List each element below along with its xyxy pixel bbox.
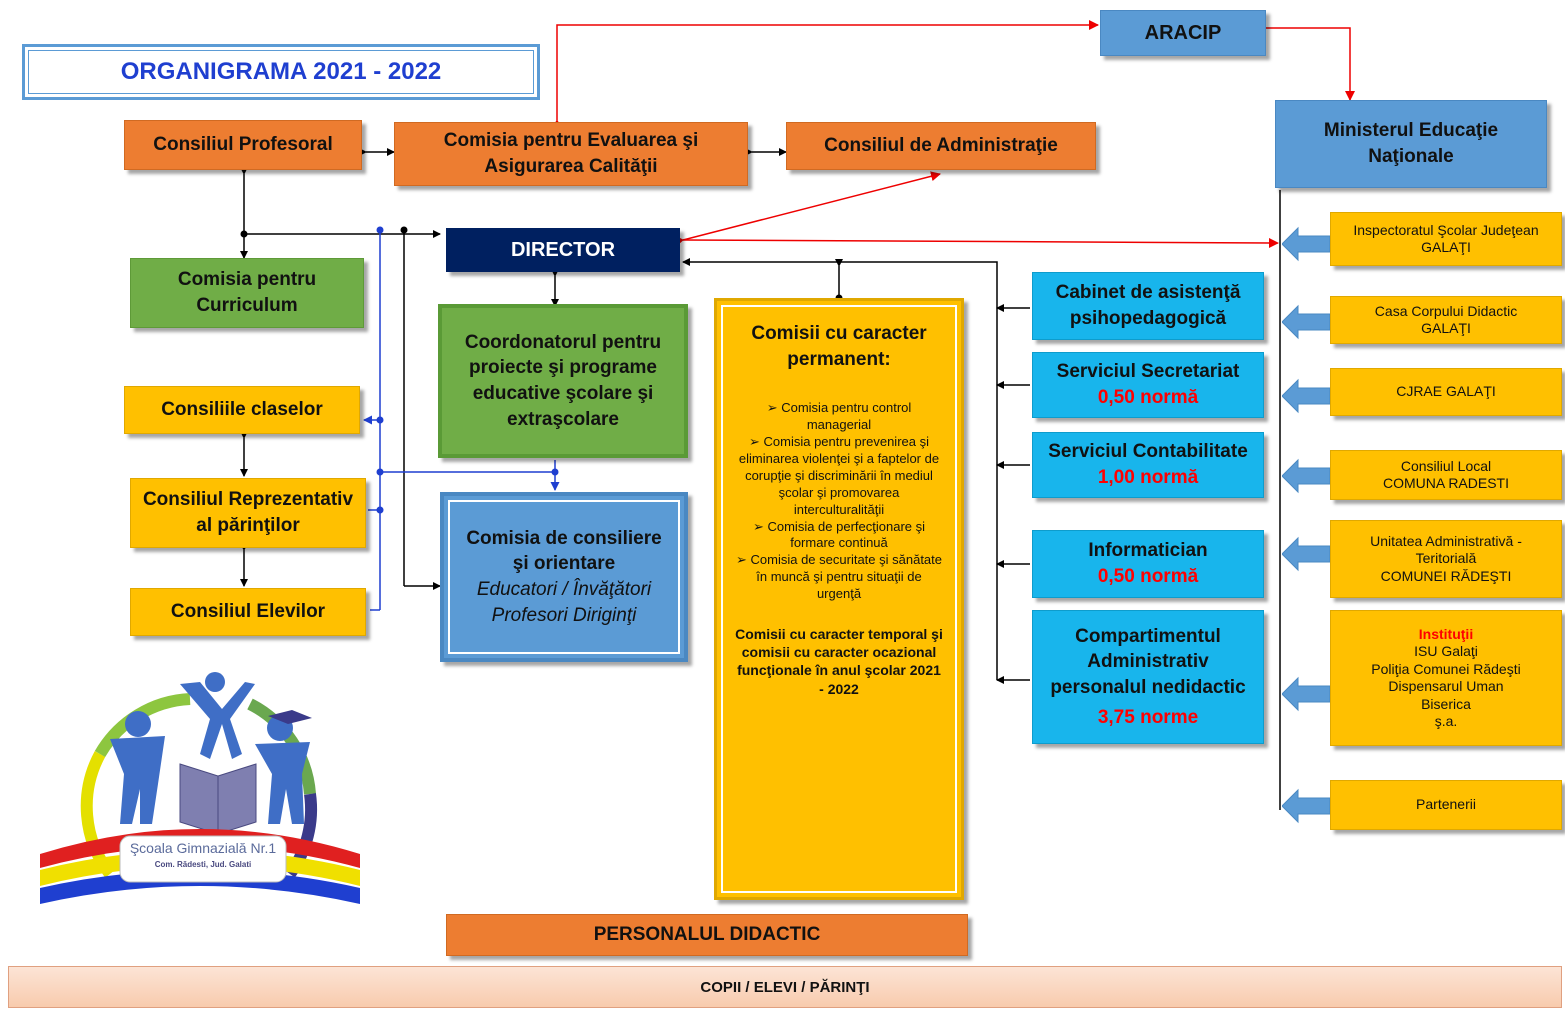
ccd-box: Casa Corpului Didactic GALAŢI — [1330, 296, 1562, 344]
institutii-item: ş.a. — [1434, 713, 1458, 729]
comisii-permanente-list: Comisia pentru control managerial Comisi… — [733, 400, 945, 603]
left-block-arrow-icon — [1282, 458, 1330, 494]
administrativ-box: Compartimentul Administrativ personalul … — [1032, 610, 1264, 744]
ceac-label: Comisia pentru Evaluarea şi Asigurarea C… — [443, 130, 699, 177]
consiliile-claselor-label: Consiliile claselor — [161, 399, 323, 421]
consiliul-profesoral-label: Consiliul Profesoral — [153, 134, 333, 156]
administrativ-norma: 3,75 norme — [1097, 706, 1199, 728]
institutii-item: Poliţia Comunei Rădeşti — [1371, 660, 1521, 677]
curriculum-box: Comisia pentru Curriculum — [130, 258, 364, 328]
personal-didactic-box: PERSONALUL DIDACTIC — [446, 914, 968, 956]
comisii-permanente-box: Comisii cu caracter permanent: Comisia p… — [714, 298, 964, 900]
reprezentativ-parinti-box: Consiliul Reprezentativ al părinţilor — [130, 478, 366, 548]
consiliere-inner-frame — [448, 500, 680, 654]
consiliul-local-label-1: Consiliul Local — [1400, 457, 1492, 474]
aracip-label: ARACIP — [1144, 21, 1222, 44]
coordonator-label: Coordonatorul pentru proiecte şi program… — [464, 331, 662, 430]
institutii-item: ISU Galaţi — [1414, 643, 1478, 659]
curriculum-label: Comisia pentru Curriculum — [177, 269, 317, 316]
contabilitate-label: Serviciul Contabilitate — [1048, 441, 1248, 463]
ccd-label-1: Casa Corpului Didactic — [1374, 302, 1518, 319]
consiliul-elevilor-box: Consiliul Elevilor — [130, 588, 366, 636]
consiliere-sub1: Educatori / Învăţători — [476, 579, 652, 600]
secretariat-norma: 0,50 normă — [1097, 387, 1199, 408]
cabinet-box: Cabinet de asistenţă psihopedagogică — [1032, 272, 1264, 340]
contabilitate-norma: 1,00 normă — [1097, 467, 1199, 488]
secretariat-box: Serviciul Secretariat 0,50 normă — [1032, 352, 1264, 418]
ministry-label: Ministerul Educaţie Naţionale — [1323, 120, 1499, 167]
informatician-box: Informatician 0,50 normă — [1032, 530, 1264, 598]
consiliul-administratie-label: Consiliul de Administraţie — [824, 135, 1058, 157]
consiliul-administratie-box: Consiliul de Administraţie — [786, 122, 1096, 170]
copii-elevi-parinti-label: COPII / ELEVI / PĂRINŢI — [700, 978, 870, 996]
left-block-arrow-icon — [1282, 226, 1330, 262]
uat-label-1: Unitatea Administrativă - — [1370, 532, 1522, 549]
parteneri-box: Partenerii — [1330, 780, 1562, 830]
copii-elevi-parinti-bar: COPII / ELEVI / PĂRINŢI — [8, 966, 1562, 1008]
personal-didactic-label: PERSONALUL DIDACTIC — [593, 924, 821, 946]
informatician-norma: 0,50 normă — [1097, 566, 1199, 587]
uat-label-2: Teritorială — [1415, 550, 1477, 567]
left-block-arrow-icon — [1282, 304, 1330, 340]
isj-label-1: Inspectoratul Şcolar Judeţean — [1353, 221, 1539, 238]
comisie-item: Comisia de perfecţionare şi formare cont… — [733, 519, 945, 553]
logo-address: Com. Rădesti, Jud. Galati — [154, 860, 252, 869]
left-block-arrow-icon — [1282, 788, 1330, 824]
uat-box: Unitatea Administrativă - Teritorială CO… — [1330, 520, 1562, 598]
isj-box: Inspectoratul Şcolar Judeţean GALAŢI — [1330, 212, 1562, 266]
uat-label-3: COMUNEI RĂDEŞTI — [1380, 567, 1512, 584]
aracip-box: ARACIP — [1100, 10, 1266, 56]
cjrae-box: CJRAE GALAŢI — [1330, 368, 1562, 416]
ceac-box: Comisia pentru Evaluarea şi Asigurarea C… — [394, 122, 748, 186]
director-box: DIRECTOR — [446, 228, 680, 272]
consiliul-elevilor-label: Consiliul Elevilor — [170, 601, 326, 623]
informatician-label: Informatician — [1088, 540, 1208, 562]
institutii-title: Instituţii — [1418, 625, 1474, 642]
comisie-item: Comisia de securitate şi sănătate în mun… — [733, 552, 945, 603]
institutii-item: Dispensarul Uman — [1388, 678, 1504, 694]
perm-inner-frame — [721, 305, 957, 893]
coordonator-box: Coordonatorul pentru proiecte şi program… — [438, 304, 688, 458]
title-frame: ORGANIGRAMA 2021 - 2022 — [22, 44, 540, 100]
consiliul-local-label-2: COMUNA RADESTI — [1382, 475, 1509, 491]
left-block-arrow-icon — [1282, 536, 1330, 572]
comisii-temporale-label: Comisii cu caracter temporal şi comisii … — [735, 625, 943, 697]
isj-label-2: GALAŢI — [1421, 239, 1471, 255]
comisie-item: Comisia pentru control managerial — [733, 400, 945, 434]
left-block-arrow-icon — [1282, 676, 1330, 712]
comisie-item: Comisia pentru prevenirea şi eliminarea … — [733, 434, 945, 518]
comisii-permanente-title: Comisii cu caracter permanent: — [751, 323, 927, 370]
reprezentativ-parinti-label: Consiliul Reprezentativ al părinţilor — [142, 489, 354, 536]
ccd-label-2: GALAŢI — [1421, 320, 1471, 336]
contabilitate-box: Serviciul Contabilitate 1,00 normă — [1032, 432, 1264, 498]
parteneri-label: Partenerii — [1416, 796, 1476, 813]
consiliul-profesoral-box: Consiliul Profesoral — [124, 120, 362, 170]
left-block-arrow-icon — [1282, 378, 1330, 414]
cabinet-label: Cabinet de asistenţă psihopedagogică — [1055, 282, 1241, 329]
ministry-box: Ministerul Educaţie Naţionale — [1275, 100, 1547, 188]
cjrae-label: CJRAE GALAŢI — [1396, 383, 1496, 400]
consiliul-local-box: Consiliul Local COMUNA RADESTI — [1330, 450, 1562, 500]
consiliile-claselor-box: Consiliile claselor — [124, 386, 360, 434]
director-label: DIRECTOR — [510, 238, 616, 261]
logo-school-name: Şcoala Gimnazială Nr.1 — [129, 840, 277, 856]
school-logo — [40, 672, 360, 904]
consiliere-box: Comisia de consiliere şi orientare Educa… — [440, 492, 688, 662]
secretariat-label: Serviciul Secretariat — [1056, 361, 1240, 383]
consiliere-title: Comisia de consiliere şi orientare — [466, 527, 662, 575]
institutii-box: Instituţii ISU Galaţi Poliţia Comunei Ră… — [1330, 610, 1562, 746]
administrativ-label: Compartimentul Administrativ personalul … — [1050, 625, 1246, 698]
page-title: ORGANIGRAMA 2021 - 2022 — [28, 50, 534, 94]
consiliere-sub2: Profesori Diriginţi — [491, 604, 637, 626]
institutii-item: Biserica — [1421, 695, 1471, 712]
